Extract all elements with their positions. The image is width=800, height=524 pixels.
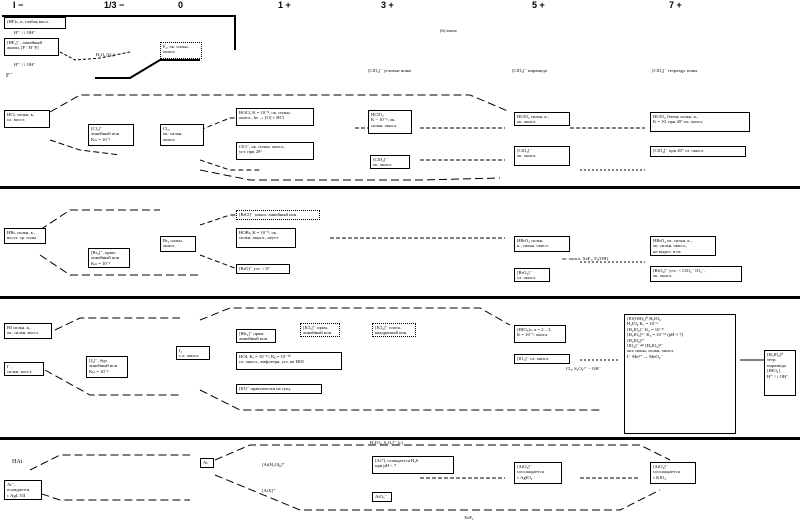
cl2-box: Cl₂, ок. сильн. окисл. — [160, 124, 204, 146]
i-ion-box: I⁻, сильн. восст. — [4, 362, 44, 376]
ox-state-plus5: 5 + — [532, 0, 545, 10]
ox-state-minus1: I − — [13, 0, 24, 10]
geom-clo4: [ClO₄]⁻ тетраэдр. ионы — [652, 68, 698, 73]
ato3-box: [AtO₃]⁻ соосаждается с AgIO₃ — [514, 462, 562, 484]
br3-box: [Br₃]⁻, прям. линейный ион Kₘ = 10⁻¹ — [88, 248, 130, 268]
bromine-arrow-label: ок. окисл. XeF₂, F₂(OH) — [562, 256, 609, 261]
atx-label: [AtX]⁺ — [262, 488, 276, 493]
fluorine-eq-1: H⁺ ↑↓ OH⁻ — [14, 30, 36, 35]
hoi-box: HOI, Kₐ = 10⁻¹¹, Kᵦ = 10⁻¹⁰ сл. окисл., … — [236, 352, 342, 370]
ox-state-plus3: 3 + — [381, 0, 394, 10]
ath-label: [At(H₂O)₆]⁺ — [262, 462, 285, 467]
top-note: (b) юшы — [440, 28, 457, 33]
bro3-box: [BrO₃]⁻ сл. окисл. — [514, 268, 550, 282]
bro4-box: [BrO₄]⁻ уст., < ClO₄⁻ IO₄⁻, ок. окисл. — [650, 266, 742, 282]
ox-state-zero: 0 — [178, 0, 184, 10]
io4-block: [IO(OH)₅]⁰ H₅IO₆ H₅IO₆ K₁ = 10⁻³ [H₄IO₆]… — [624, 314, 736, 434]
astatine-bottom-label: XeF₂ — [464, 515, 474, 520]
ato4-box: [AtO₄]⁻ соосаждается с KIO₄ — [650, 462, 696, 484]
separator-chlorine — [0, 186, 800, 189]
icl4-box: [ICl₄]⁻ плоск. квадратный ион — [372, 323, 416, 337]
ox-state-plus7: 7 + — [669, 0, 682, 10]
hbro3-box: HBrO₃ сильн. к., сильн. окисл. — [514, 236, 570, 252]
io3-box: [IO₃]⁻ сл. окисл. — [514, 354, 570, 364]
ox-state-minus-third: 1/3 − — [104, 0, 125, 10]
hbr-box: HBr, сильн. к., восст. ср. силы — [4, 228, 46, 244]
clo-box: ClO⁻, ок. сильн. окисл., уст. при 20° — [236, 142, 314, 160]
ibr2-box: [IBr₂]⁻ прям. линейный ион — [236, 329, 276, 343]
i3-box: [I₃]⁻, бур. линейный ион Kₘ = 10⁻³ — [86, 356, 128, 378]
hclo3-box: HClO₃ сильн. к., ок. окисл. — [514, 112, 570, 126]
hocl-box: HOCl, K = 10⁻⁸, ок. сильн. окисл., hν → … — [236, 108, 314, 126]
cl3-box: [Cl₃]⁻ линейный ион Kₘ = 10⁻¹ — [88, 124, 134, 146]
geom-clo3: [ClO₃]⁻ пирамида — [512, 68, 547, 73]
hobr-box: HOBr, K = 10⁻⁹, ок. сильн. окисл., неуст… — [236, 228, 296, 248]
fluorine-eq-2: H⁺ ↑↓ OH⁻ — [14, 62, 36, 67]
hbro4-box: HBrO₄ оч. сильн. к., ок. сильн. окисл., … — [650, 236, 716, 256]
geom-clo2: [ClO₂]⁻ угловые ионы — [368, 68, 412, 73]
clo3-box: [ClO₃]⁻ ок. окисл. — [514, 146, 570, 166]
io4-side-box: [H₅IO₆]⁰ тетр. пирамида [HIO₄] H⁺ ↑↓ OH⁻ — [764, 350, 796, 396]
fluoride-ion: F⁻ — [6, 73, 13, 79]
hclo4-box: HClO₄ Очень сильн. к., K = 10, при 20° о… — [650, 112, 750, 132]
clo2-box: [ClO₂]⁻ ок. окисл. — [370, 155, 410, 169]
atoi-box: AtO₃⁻ — [372, 492, 392, 502]
at3-box: [At⁺], осаждается H₂S при pH < 7 — [372, 456, 454, 474]
hclo2-box: HClO₂ K ~ 10⁻², ок. сильн. окисл. — [368, 110, 412, 134]
hf-box: (HF)ₙ, к, слабая кисл. — [4, 17, 66, 29]
separator-iodine — [0, 437, 800, 440]
at-box: At — [200, 458, 214, 468]
i2-box: I₂ с.л. окисл. — [176, 346, 210, 360]
hat-label: HAt — [12, 459, 23, 465]
fluorine-arrow-label: H₂O, (O₂) — [96, 52, 115, 57]
icl2-box: [ICl₂]⁻ прям. линейный ион — [300, 323, 340, 337]
hi-box: HI сильн. к., ок. сильн. восст. — [4, 323, 52, 339]
at-ion-box: At⁻, осаждается с AgI, TlI — [4, 480, 42, 500]
clo4-box: [ClO₄]⁻ при 20° сл. окисл. — [650, 146, 746, 157]
astatine-top-label: H₂IO₃, S₂O₈²⁻ (c) — [370, 440, 403, 445]
hcl-box: HCl, сильн. к, сл. восст. — [4, 110, 50, 128]
f2-box: F₂, ок. сильн. окисл. — [160, 42, 202, 59]
hf2-box: [HF₂]⁻, линейный анион, [F⁻ H⁻F] — [4, 38, 59, 56]
hio3-box: (HIO₃)ₙ, к = 2 – 3, K = 10⁻¹, окисл. — [514, 325, 566, 343]
iodine-oxidant-label: Cl₂, S₂O₈²⁻ − OH⁻ — [566, 366, 602, 371]
separator-bromine — [0, 296, 800, 299]
br2-box: Br₂ сильн. окисл. — [160, 236, 196, 252]
brcl-box: [BrCl]⁻ алкил. линейный ион — [236, 210, 320, 220]
bro-box: [BrO]⁻ уст. < 0° — [236, 264, 290, 274]
io-box: [IO]⁻ практически не сущ. — [236, 384, 322, 394]
ox-state-plus1: 1 + — [278, 0, 291, 10]
